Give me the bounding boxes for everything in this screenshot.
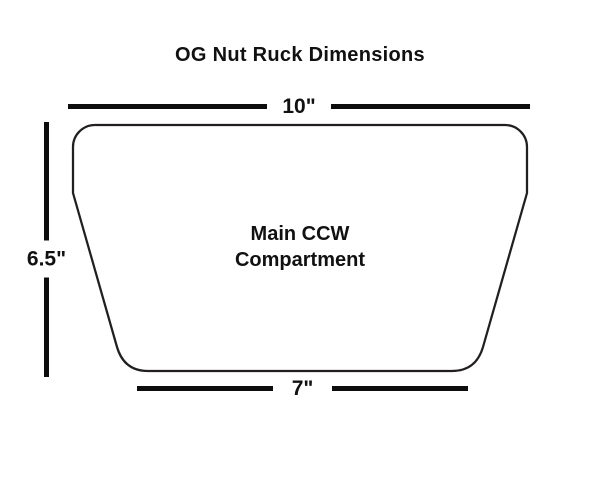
compartment-outline-path xyxy=(71,123,529,373)
compartment-label-line2: Compartment xyxy=(234,249,365,271)
bottom-width-dimension: 7" xyxy=(137,376,469,400)
bottom-dimension-right-segment xyxy=(332,385,469,391)
compartment-label-line1: Main CCW xyxy=(250,223,350,245)
top-width-label: 10" xyxy=(282,94,316,118)
compartment-label: Main CCW Compartment xyxy=(0,221,600,273)
bottom-dimension-left-segment xyxy=(137,385,273,391)
top-dimension-left-segment xyxy=(68,103,268,109)
top-dimension-right-segment xyxy=(330,103,531,109)
left-height-dimension: 6.5" xyxy=(22,122,71,377)
diagram-title: OG Nut Ruck Dimensions xyxy=(175,44,425,66)
left-height-label: 6.5" xyxy=(22,240,71,277)
bottom-width-label: 7" xyxy=(291,376,314,400)
top-width-dimension: 10" xyxy=(68,94,531,118)
